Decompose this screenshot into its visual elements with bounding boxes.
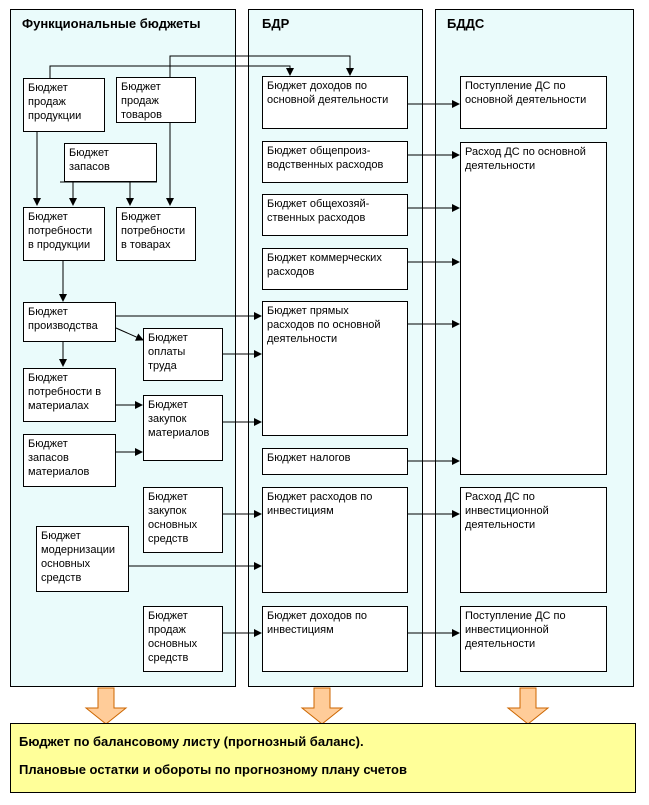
down-arrow-bdds <box>506 687 550 725</box>
box-product-needs: Бюджет потребности в продукции <box>23 207 105 261</box>
down-arrow-bdr <box>300 687 344 725</box>
box-investment-outflow: Расход ДС по инвестиционной деятельности <box>460 487 607 593</box>
box-investment-inflow: Поступление ДС по инвестиционной деятель… <box>460 606 607 672</box>
box-operating-outflow: Расход ДС по основной деятельности <box>460 142 607 475</box>
box-labor: Бюджет оплаты труда <box>143 328 223 381</box>
balance-budget-box: Бюджет по балансовому листу (прогнозный … <box>10 723 636 793</box>
box-investment-costs: Бюджет расходов по инвестициям <box>262 487 408 593</box>
balance-budget-line2: Плановые остатки и обороты по прогнозном… <box>19 762 407 777</box>
box-material-needs: Бюджет потребности в материалах <box>23 368 116 422</box>
bdr-title: БДР <box>262 16 290 31</box>
box-material-purchase: Бюджет закупок материалов <box>143 395 223 461</box>
box-investment-income: Бюджет доходов по инвестициям <box>262 606 408 672</box>
box-modernization: Бюджет модернизации основных средств <box>36 526 129 592</box>
box-admin: Бюджет общехозяй- ственных расходов <box>262 194 408 236</box>
box-fixed-asset-purchase: Бюджет закупок основных средств <box>143 487 223 553</box>
box-inventory: Бюджет запасов <box>64 143 157 182</box>
box-material-stock: Бюджет запасов материалов <box>23 434 116 487</box>
functional-budgets-title: Функциональные бюджеты <box>22 16 201 31</box>
box-goods-needs: Бюджет потребности в товарах <box>116 207 196 261</box>
box-overhead: Бюджет общепроиз- водственных расходов <box>262 141 408 183</box>
box-operating-income: Бюджет доходов по основной деятельности <box>262 76 408 129</box>
balance-budget-line1: Бюджет по балансовому листу (прогнозный … <box>19 734 364 749</box>
box-taxes: Бюджет налогов <box>262 448 408 475</box>
box-sales-goods: Бюджет продаж товаров <box>116 77 196 123</box>
box-fixed-asset-sales: Бюджет продаж основных средств <box>143 606 223 672</box>
box-sales-products: Бюджет продаж продукции <box>23 78 105 132</box>
box-production: Бюджет производства <box>23 302 116 342</box>
box-commercial: Бюджет коммерческих расходов <box>262 248 408 290</box>
bdds-title: БДДС <box>447 16 485 31</box>
box-operating-inflow: Поступление ДС по основной деятельности <box>460 76 607 129</box>
box-direct-costs: Бюджет прямых расходов по основной деяте… <box>262 301 408 436</box>
down-arrow-functional <box>84 687 128 725</box>
